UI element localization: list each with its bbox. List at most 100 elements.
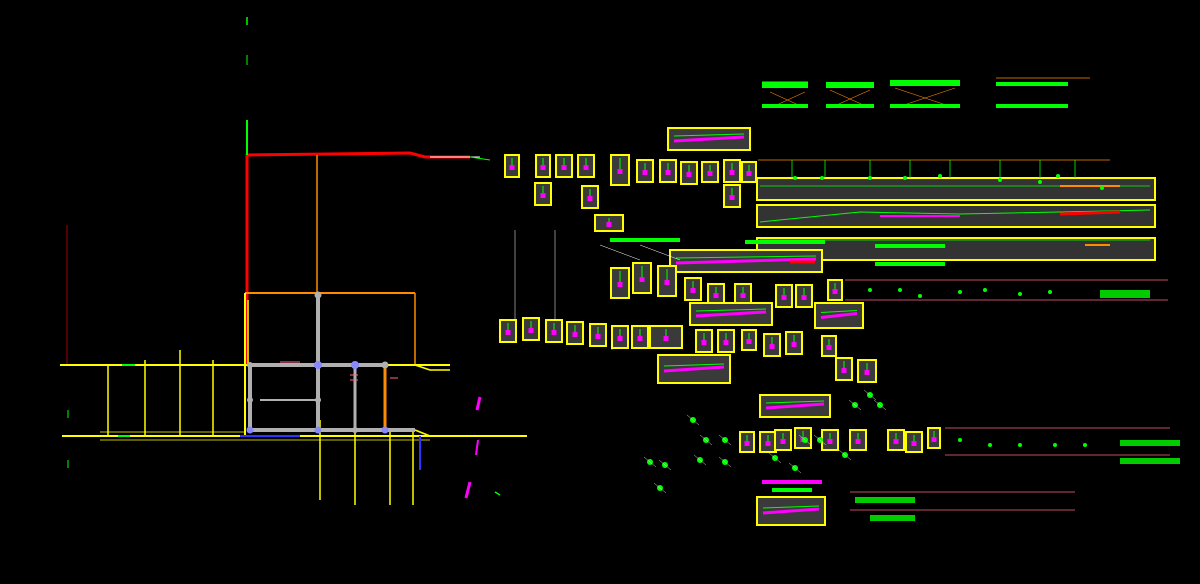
manhole-detail-box [887, 429, 905, 451]
pipe-node [381, 426, 389, 434]
manhole-detail-box [577, 154, 595, 178]
manhole-detail-box [636, 159, 654, 183]
profile-table-2 [945, 427, 1180, 464]
profile-point [903, 176, 907, 180]
manhole-detail-box [610, 267, 630, 299]
detail-boxes [499, 127, 945, 526]
manhole-detail-box [905, 431, 923, 453]
section-detail-1 [762, 81, 808, 109]
section-bar [762, 104, 808, 108]
valve-symbol [643, 456, 657, 468]
manhole-detail-box [827, 279, 843, 301]
manhole-detail-box [659, 159, 677, 183]
manhole-detail-box [734, 283, 752, 305]
section-detail-2 [826, 82, 874, 109]
profile-line [1059, 210, 1121, 216]
manhole-detail-box [717, 329, 735, 353]
profile-point [820, 176, 824, 180]
table-graphic [1100, 290, 1150, 298]
manhole-detail-box [795, 284, 813, 308]
pipe-nodes [246, 291, 389, 434]
manhole-detail-box [657, 265, 677, 297]
manhole-detail-box [631, 325, 649, 349]
valve-symbol [699, 434, 713, 446]
manhole-detail-box [723, 184, 741, 208]
manhole-detail-box [821, 429, 839, 451]
pipe-node [314, 361, 322, 369]
valve-symbol [718, 434, 732, 446]
table-graphic [870, 515, 915, 521]
profile-point [958, 290, 962, 294]
manhole-detail-box [695, 329, 713, 353]
detail-bar [875, 262, 925, 266]
manhole-detail-box [680, 161, 698, 185]
detail-bar [745, 240, 825, 244]
site-plan [60, 17, 527, 505]
manhole-detail-box [814, 302, 864, 329]
valve-symbol [768, 452, 782, 464]
yellow-pipe [414, 364, 450, 371]
manhole-detail-box [504, 154, 520, 178]
manhole-detail-box [756, 496, 826, 526]
profile-point [1083, 443, 1087, 447]
profile-table-3 [850, 491, 1075, 521]
valve-symbol [863, 389, 877, 401]
leader-line [599, 244, 641, 261]
valve-symbol [658, 459, 672, 471]
pipe-node [314, 291, 322, 299]
table-graphic [1120, 440, 1180, 446]
top-sections [762, 77, 1090, 109]
manhole-detail-box [857, 359, 877, 383]
profile-strips [756, 159, 1156, 261]
profile-point [1018, 292, 1022, 296]
manhole-detail-box [555, 154, 573, 178]
valve-symbol [838, 449, 852, 461]
manhole-detail-box [689, 302, 773, 326]
table-graphic [1120, 458, 1180, 464]
profile-strip-1 [756, 177, 1156, 201]
manhole-detail-box [669, 249, 823, 273]
manhole-detail-box [657, 354, 731, 384]
yellow-pipe [414, 429, 431, 437]
pipe-extension [469, 156, 491, 161]
section-bar [996, 82, 1068, 86]
profile-point [988, 443, 992, 447]
profile-point [938, 174, 942, 178]
section-bar [890, 104, 960, 108]
manhole-detail-box [535, 154, 551, 178]
profile-point [998, 178, 1002, 182]
profile-point [1056, 174, 1060, 178]
manhole-detail-box [632, 262, 652, 294]
manhole-detail-box [522, 317, 540, 341]
manhole-detail-box [739, 431, 755, 453]
manhole-detail-box [759, 431, 777, 453]
leader-line [639, 244, 681, 261]
manhole-detail-box [723, 159, 741, 183]
red-pipeline [245, 151, 470, 365]
manhole-detail-box [534, 182, 552, 206]
manhole-detail-box [774, 429, 792, 451]
detail-bar [772, 488, 812, 492]
manhole-detail-box [821, 335, 837, 357]
magenta-mark [464, 481, 472, 499]
manhole-detail-box [649, 325, 683, 349]
manhole-detail-box [499, 319, 517, 343]
section-bar [762, 82, 808, 88]
profile-point [898, 288, 902, 292]
profile-table-1 [845, 279, 1168, 301]
valve-symbol [653, 482, 667, 494]
profile-point [918, 294, 922, 298]
profile-point [868, 176, 872, 180]
profile-point [1038, 180, 1042, 184]
profile-point [1018, 443, 1022, 447]
profile-point [1048, 290, 1052, 294]
manhole-detail-box [707, 283, 725, 305]
profile-point [1053, 443, 1057, 447]
manhole-detail-box [849, 429, 867, 451]
profile-ticks [791, 160, 1076, 178]
valve-symbol [686, 414, 700, 426]
manhole-detail-box [566, 321, 584, 345]
section-bar [826, 104, 874, 108]
manhole-detail-box [611, 325, 629, 349]
